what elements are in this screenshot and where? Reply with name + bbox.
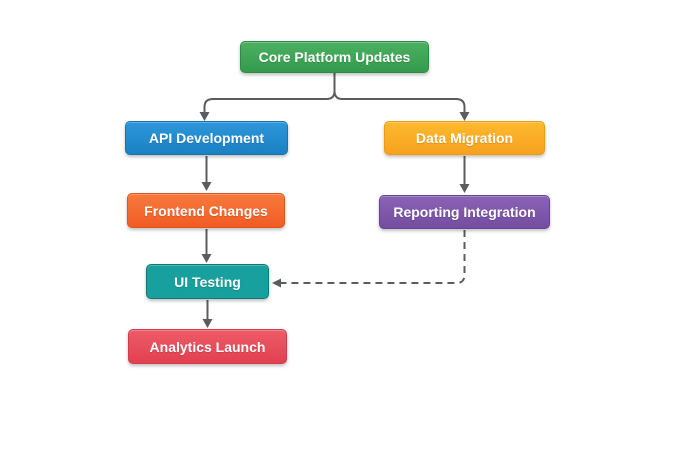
node-analytics-label: Analytics Launch [149, 338, 266, 355]
arrowhead-down-data [459, 112, 470, 121]
arrowhead-down-analytics [202, 319, 213, 328]
arrowhead-down-reporting [459, 184, 470, 193]
arrowhead-down-api [199, 112, 210, 121]
node-reporting-integration: Reporting Integration [379, 195, 550, 229]
arrowhead-down-ui [201, 254, 212, 263]
edge-reporting-to-ui-dashed [281, 230, 466, 284]
edge-core-to-api [203, 73, 336, 113]
node-data-label: Data Migration [415, 130, 514, 146]
node-api-label: API Development [148, 130, 265, 146]
node-core-label: Core Platform Updates [258, 49, 411, 65]
node-reporting-label: Reporting Integration [393, 204, 536, 220]
node-core-platform-updates: Core Platform Updates [240, 41, 429, 73]
node-ui-testing: UI Testing [146, 264, 269, 299]
arrowhead-left-ui [272, 278, 281, 288]
node-data-migration: Data Migration [384, 121, 545, 155]
node-analytics-launch: Analytics Launch [128, 329, 287, 364]
edge-core-to-data [333, 73, 466, 113]
node-ui-label: UI Testing [174, 273, 241, 290]
node-api-development: API Development [125, 121, 288, 155]
node-frontend-changes: Frontend Changes [127, 193, 285, 228]
arrowhead-down-frontend [201, 182, 212, 191]
node-frontend-label: Frontend Changes [144, 202, 268, 219]
